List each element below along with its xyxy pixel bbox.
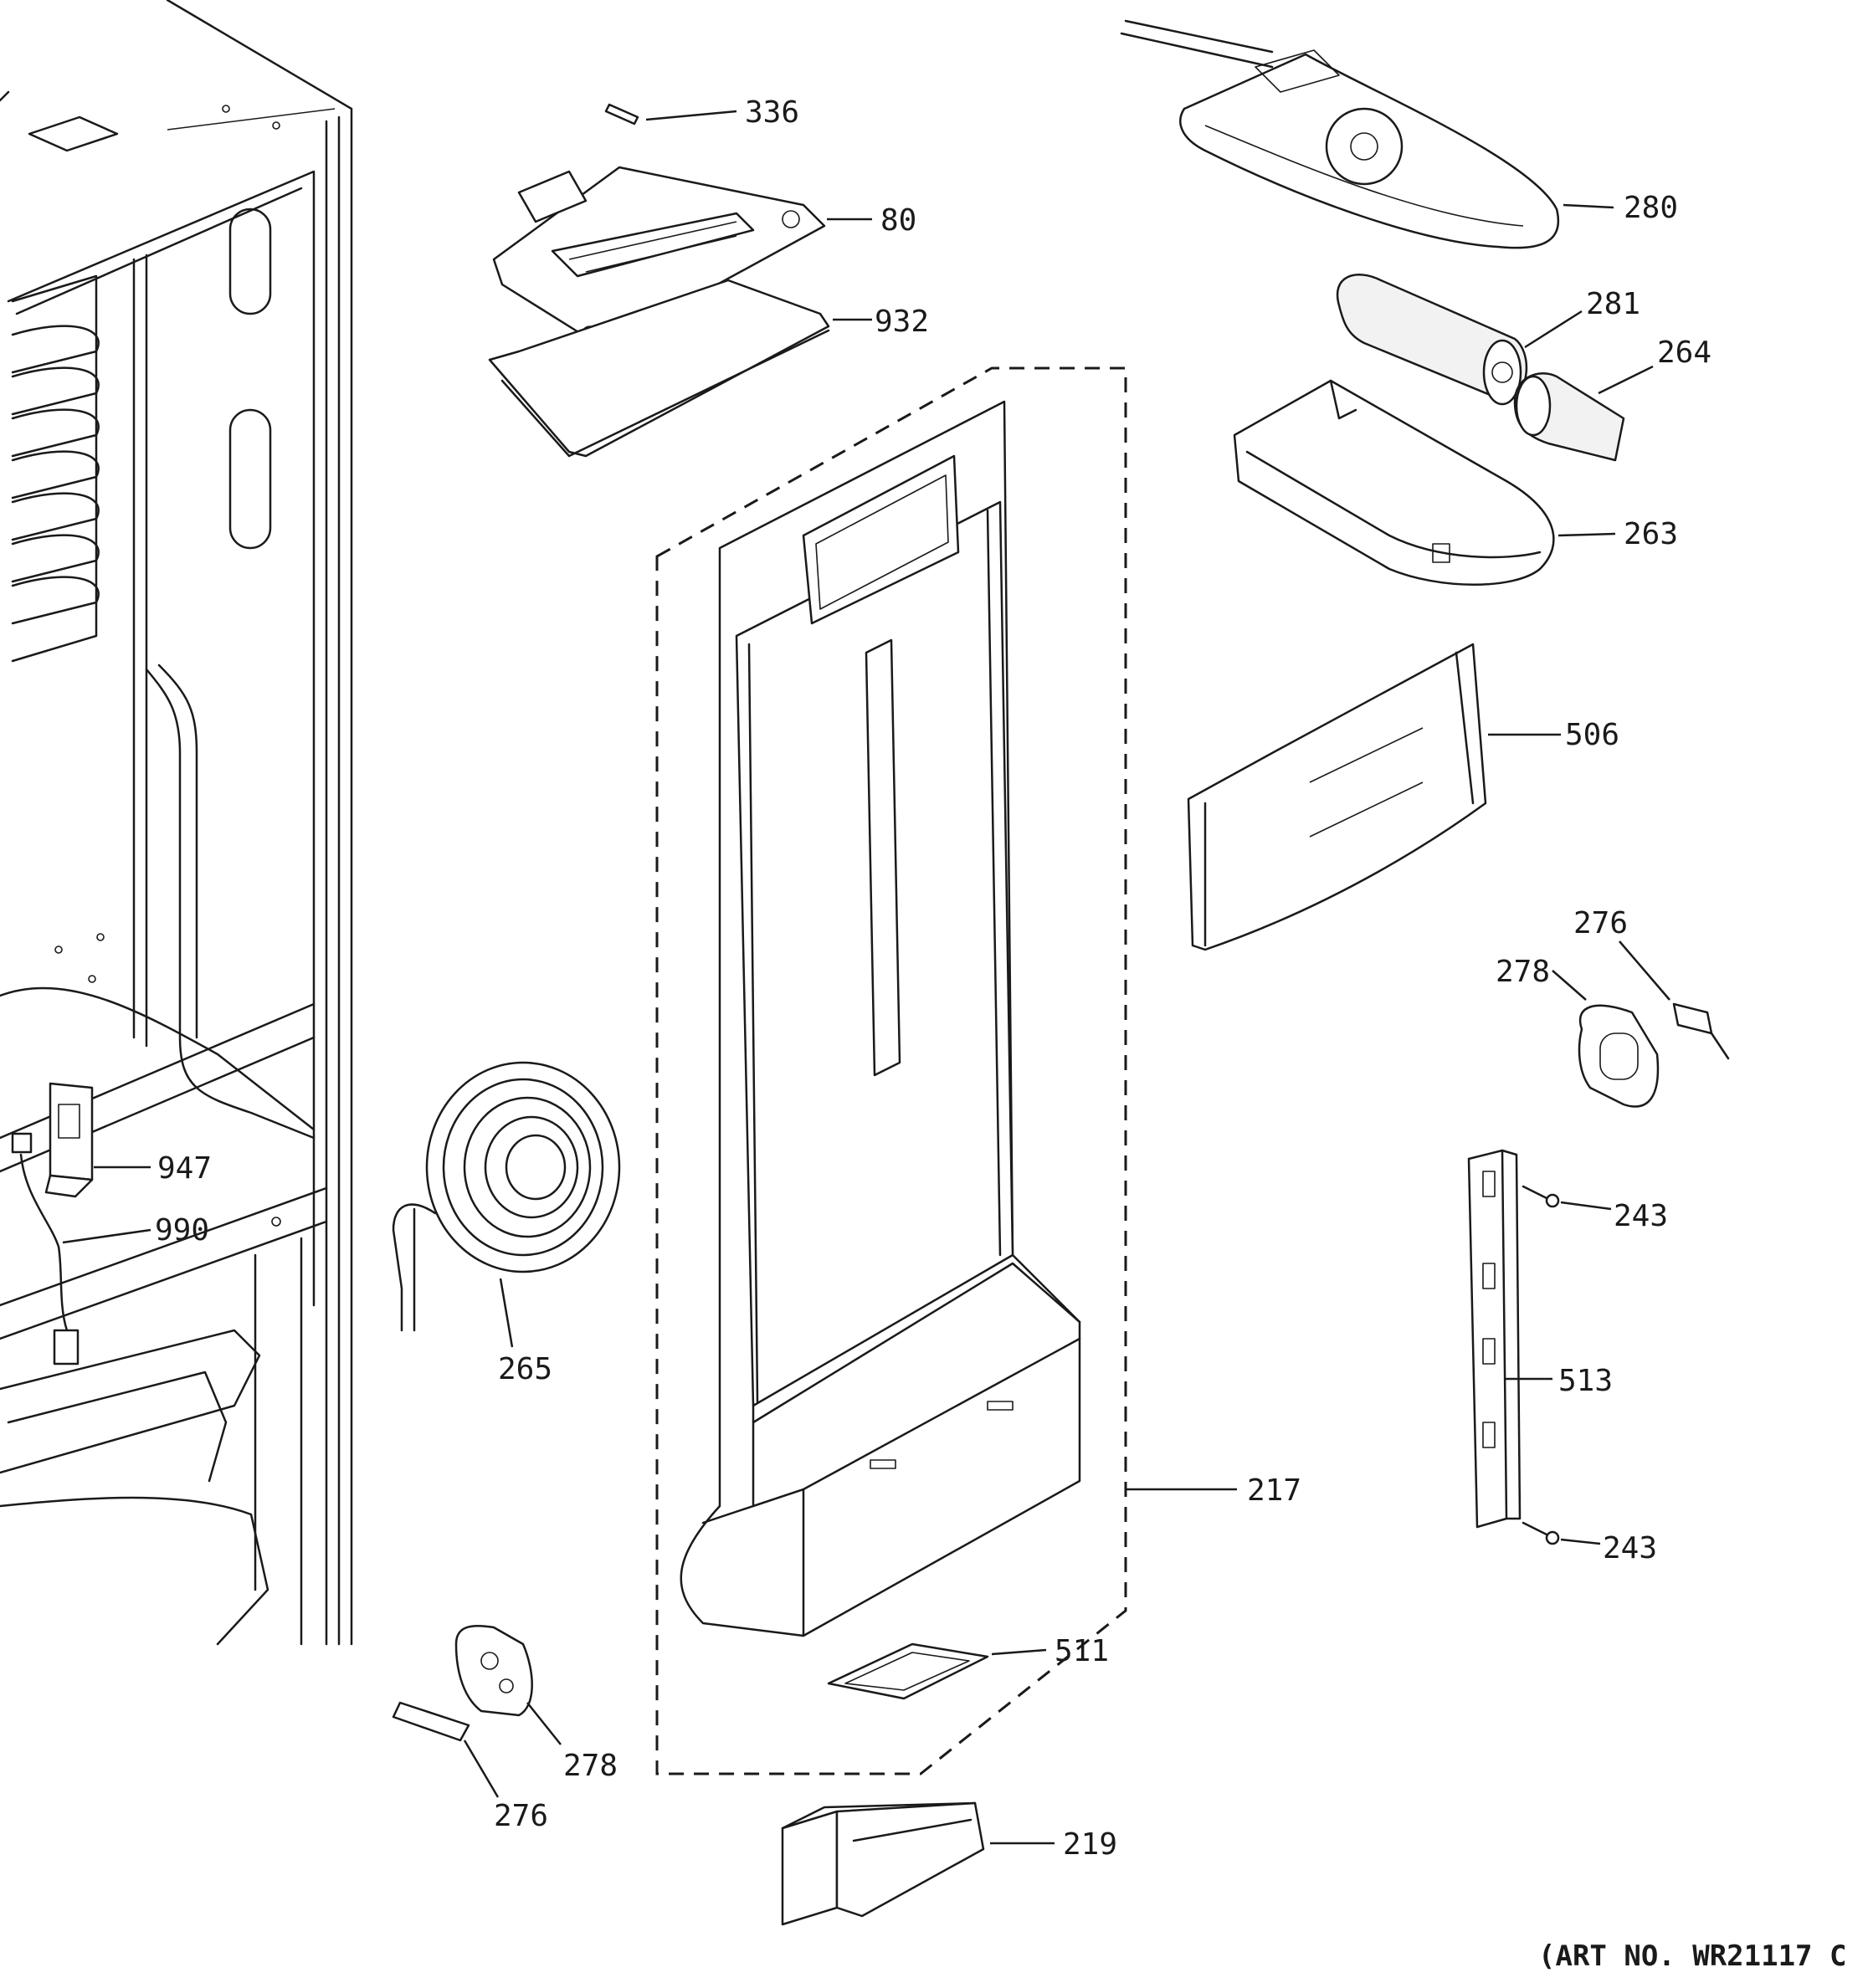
part-990-wire-harness bbox=[11, 1132, 151, 1365]
refrigerator-cabinet bbox=[0, 0, 353, 1646]
part-336-pin bbox=[604, 103, 737, 126]
callout-264: 264 bbox=[1657, 336, 1711, 370]
part-511-pad bbox=[827, 1642, 1047, 1700]
callout-217: 217 bbox=[1247, 1473, 1301, 1508]
callout-932: 932 bbox=[875, 305, 929, 339]
art-number-label: (ART NO. WR21117 C bbox=[1538, 1939, 1847, 1973]
callout-243-top: 243 bbox=[1614, 1199, 1668, 1233]
part-506-dispenser-cover bbox=[1187, 643, 1561, 951]
callout-506: 506 bbox=[1565, 718, 1619, 752]
callout-513: 513 bbox=[1558, 1364, 1613, 1398]
part-276-right-switch bbox=[1619, 940, 1730, 1060]
callout-276-right: 276 bbox=[1573, 906, 1628, 940]
part-276-bottom-switch bbox=[392, 1701, 500, 1798]
callout-219: 219 bbox=[1063, 1827, 1117, 1862]
callout-263: 263 bbox=[1624, 517, 1678, 551]
part-278-bottom-bezel bbox=[454, 1624, 562, 1745]
callout-336: 336 bbox=[745, 95, 799, 130]
callout-511: 511 bbox=[1055, 1634, 1109, 1668]
part-217-door-liner bbox=[655, 366, 1237, 1775]
part-280-filter-cover bbox=[1120, 19, 1614, 249]
part-264-bypass-plug bbox=[1513, 365, 1654, 462]
callout-80: 80 bbox=[880, 203, 916, 238]
part-281-filter-cartridge bbox=[1336, 274, 1583, 406]
callout-276-bottom: 276 bbox=[494, 1799, 548, 1833]
callout-278-bottom: 278 bbox=[563, 1749, 618, 1783]
callout-265: 265 bbox=[498, 1352, 552, 1386]
part-263-filter-housing bbox=[1233, 379, 1616, 586]
callout-243-bottom: 243 bbox=[1603, 1531, 1657, 1565]
part-243-screws bbox=[1522, 1185, 1612, 1545]
part-947-bracket bbox=[44, 1082, 151, 1198]
part-278-right-bezel bbox=[1552, 970, 1660, 1108]
evaporator-coils bbox=[11, 274, 100, 663]
callout-278-right: 278 bbox=[1496, 955, 1550, 989]
callout-280: 280 bbox=[1624, 191, 1678, 225]
callout-947: 947 bbox=[157, 1151, 212, 1186]
callout-labels: 336 80 932 280 281 264 263 506 276 278 2… bbox=[155, 95, 1711, 1862]
callout-990: 990 bbox=[155, 1213, 209, 1248]
part-265-water-coil bbox=[392, 1061, 621, 1348]
part-80-housing bbox=[492, 166, 872, 349]
callout-281: 281 bbox=[1586, 287, 1640, 321]
part-932-tray bbox=[488, 279, 872, 458]
part-513-rail bbox=[1467, 1149, 1552, 1529]
part-219-ice-chute bbox=[781, 1801, 1055, 1926]
